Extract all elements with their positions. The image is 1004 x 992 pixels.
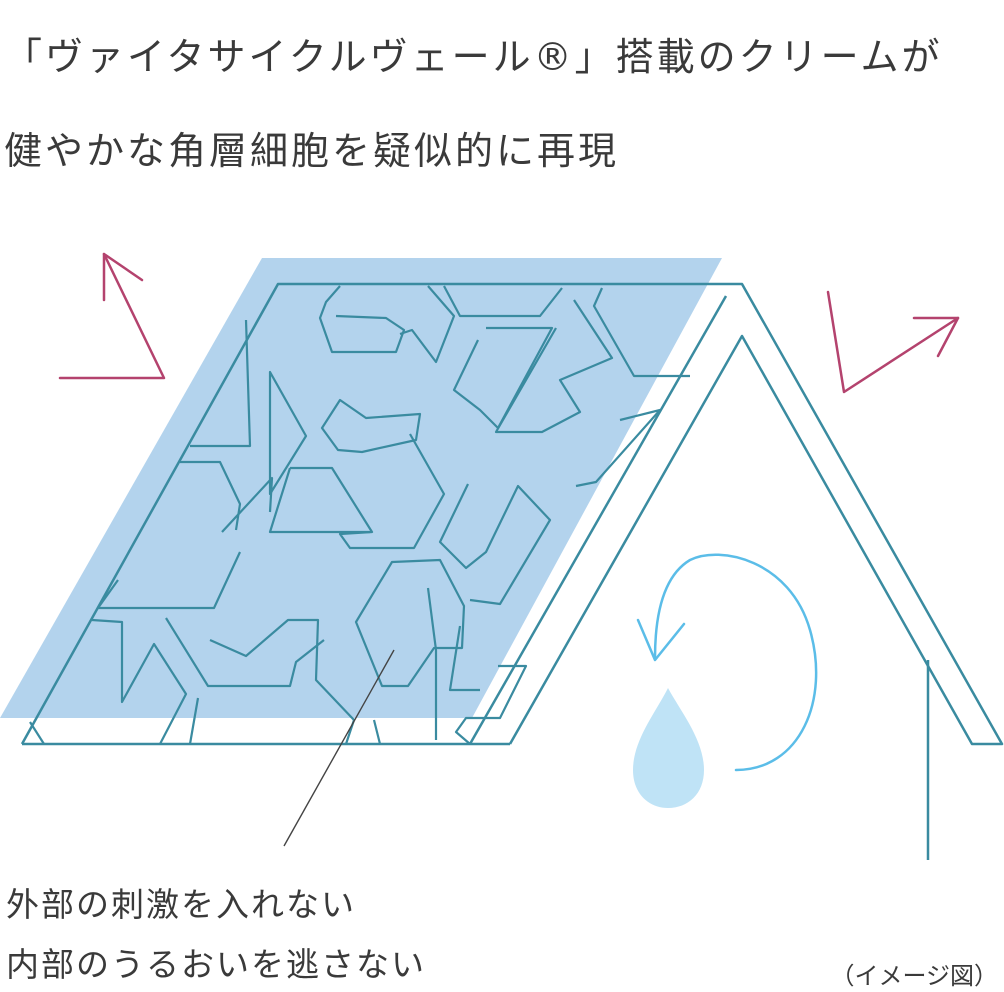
caption-line-1: 外部の刺激を入れない	[6, 885, 356, 924]
arrowhead	[912, 316, 960, 358]
arrow-bounce-icon	[58, 252, 166, 380]
cell	[221, 476, 274, 533]
cell	[180, 460, 242, 531]
cell	[96, 551, 241, 610]
cell	[592, 287, 690, 378]
arrowhead	[102, 252, 144, 302]
roof-outline	[20, 282, 1004, 860]
cell	[452, 326, 554, 430]
cell	[443, 285, 563, 318]
image-note: （イメージ図）	[830, 962, 998, 990]
cell	[354, 558, 466, 688]
cell	[438, 483, 552, 606]
cell	[320, 398, 422, 454]
veil-layer	[0, 258, 722, 718]
cycle-path	[653, 553, 818, 772]
cell	[575, 408, 662, 488]
cycle-arrowhead	[636, 618, 686, 662]
leader-line	[283, 649, 395, 847]
cell	[165, 617, 325, 688]
deflect-arrow-right	[826, 290, 960, 394]
cell	[448, 625, 480, 692]
circular-arrow-icon	[636, 553, 818, 772]
cell	[29, 721, 45, 745]
cell	[494, 299, 614, 434]
arrow-bounce-icon	[826, 290, 960, 394]
roof-inner-edge	[468, 295, 728, 745]
cell	[91, 618, 188, 745]
cell	[454, 664, 528, 745]
cell	[188, 697, 200, 745]
cell	[268, 370, 308, 496]
cell	[268, 467, 370, 534]
deflect-arrow-left	[58, 252, 166, 380]
cell	[190, 319, 252, 448]
title-line-2: 健やかな角層細胞を疑似的に再現	[4, 129, 620, 173]
roof-outer-edge	[20, 282, 1004, 746]
droplet-icon	[633, 688, 704, 808]
caption-line-2: 内部のうるおいを逃さない	[6, 945, 426, 984]
cell	[372, 719, 382, 745]
cell	[290, 433, 446, 550]
cell	[426, 587, 438, 740]
cell	[318, 285, 406, 354]
cell	[399, 285, 456, 364]
title-line-1: 「ヴァイタサイクルヴェール®」搭載のクリームが	[4, 35, 943, 79]
